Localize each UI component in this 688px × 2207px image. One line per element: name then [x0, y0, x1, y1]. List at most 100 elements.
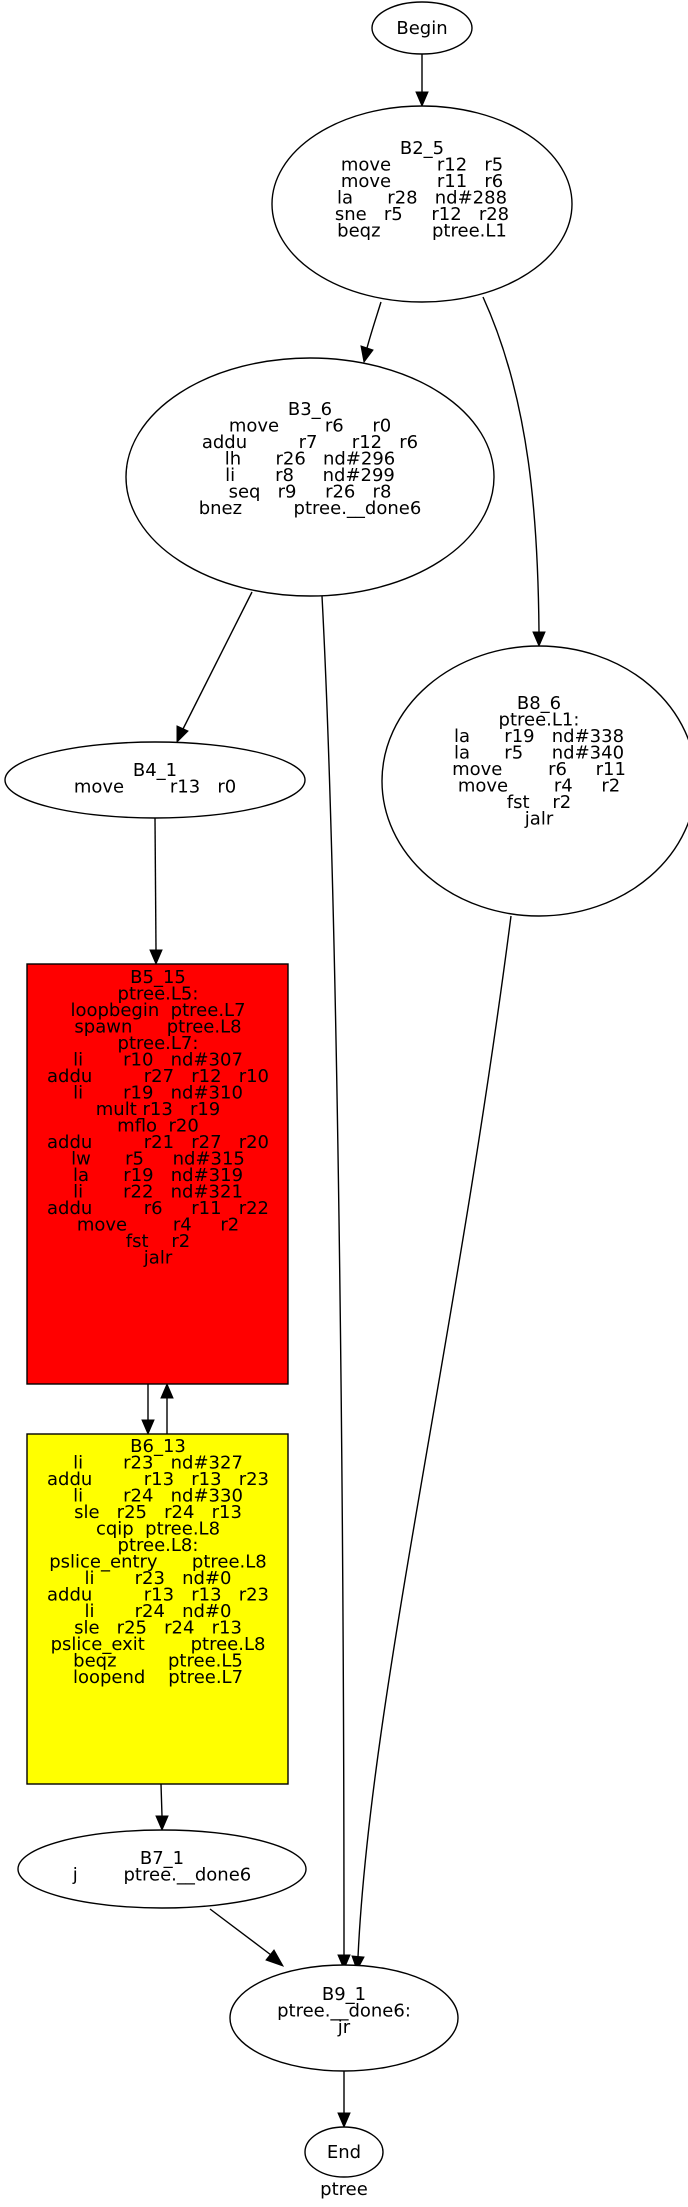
node-label-line: la r19 nd#338 [454, 726, 624, 747]
node-label-line: jr [337, 2017, 351, 2038]
node-label-line: ptree.L1: [499, 710, 580, 731]
node-label-line: pslice_exit ptree.L8 [51, 1634, 266, 1655]
edge-b3-6-to-b4-1 [182, 591, 253, 730]
node-label-line: bnez ptree.__done6 [199, 498, 422, 519]
node-label-line: addu r7 r12 r6 [202, 432, 418, 453]
node-label-line: B4_1 [133, 760, 177, 781]
arrow-b2-5-to-b8-6 [532, 631, 546, 648]
node-label-line: loopend ptree.L7 [73, 1667, 243, 1688]
arrow-begin-to-b2-5 [415, 91, 429, 108]
node-label-line: li r24 nd#330 [73, 1486, 243, 1507]
node-label-line: addu r6 r11 r22 [47, 1198, 269, 1219]
node-label-line: ptree.L8: [118, 1535, 199, 1556]
node-label-line: mult r13 r19 [96, 1099, 221, 1120]
node-label-line: End [327, 2142, 361, 2163]
node-label-line: li r23 nd#0 [85, 1568, 232, 1589]
node-b9-1-shape [229, 1964, 459, 2072]
node-label-line: li r19 nd#310 [73, 1083, 243, 1104]
node-b5-15-shape [26, 963, 289, 1385]
node-label-line: la r19 nd#319 [73, 1165, 243, 1186]
node-b8-6-shape [381, 645, 688, 917]
node-b3-6-shape [125, 357, 495, 597]
arrow-b3-6-to-b4-1 [176, 725, 189, 744]
node-label-line: Begin [396, 18, 447, 39]
node-label-line: li r8 nd#299 [225, 465, 395, 486]
node-label-line: fst r2 [507, 792, 572, 813]
node-b2-5-shape [271, 105, 573, 303]
node-begin-shape [371, 1, 473, 55]
edge-b2-5-to-b3-6 [366, 301, 382, 349]
node-b6-13-shape [26, 1433, 289, 1785]
node-label-line: la r28 nd#288 [337, 188, 507, 209]
node-label-line: beqz ptree.L1 [337, 221, 507, 242]
node-label-line: B2_5 [400, 138, 444, 159]
node-b7-1-shape [17, 1829, 307, 1909]
node-label-line: B6_13 [130, 1436, 186, 1457]
arrow-b9-1-to-end [337, 2112, 351, 2129]
node-begin: Begin [371, 1, 473, 55]
node-label-line: move r6 r0 [229, 416, 391, 437]
graph-caption: ptree [320, 2179, 368, 2200]
node-label-line: addu r13 r13 r23 [47, 1469, 269, 1490]
node-label-line: sle r25 r24 r13 [74, 1618, 242, 1639]
node-label-line: fst r2 [126, 1231, 191, 1252]
arrow-b2-5-to-b3-6 [360, 345, 374, 364]
node-label-line: lh r26 nd#296 [225, 449, 395, 470]
node-label-line: cqip ptree.L8 [96, 1519, 220, 1540]
node-label-line: jalr [524, 809, 554, 830]
node-label-line: addu r21 r27 r20 [47, 1132, 269, 1153]
arrow-b6-13-to-b7-1 [155, 1815, 169, 1832]
node-label-line: mflo r20 [117, 1116, 199, 1137]
node-begin-label: Begin [396, 18, 447, 39]
node-end-label: End [327, 2142, 361, 2163]
node-label-line: addu r27 r12 r10 [47, 1066, 269, 1087]
node-label-line: sle r25 r24 r13 [74, 1502, 242, 1523]
node-label-line: beqz ptree.L5 [73, 1651, 243, 1672]
node-label-line: B8_6 [517, 693, 561, 714]
node-label-line: jalr [143, 1248, 173, 1269]
node-label-line: B5_15 [130, 967, 186, 988]
node-label-line: sne r5 r12 r28 [335, 204, 509, 225]
node-label-line: j ptree.__done6 [72, 1865, 252, 1886]
node-label-line: move r11 r6 [341, 171, 503, 192]
node-label-line: ptree.L5: [118, 984, 199, 1005]
node-label-line: spawn ptree.L8 [74, 1017, 241, 1038]
edge-b4-1-to-b5-15 [154, 817, 157, 951]
node-label-line: B7_1 [140, 1848, 184, 1869]
node-end-shape [304, 2126, 384, 2178]
node-label-line: ptree.__done6: [277, 2001, 411, 2022]
edges [141, 54, 546, 2129]
node-label-line: pslice_entry ptree.L8 [49, 1552, 267, 1573]
node-label-line: move r6 r11 [452, 759, 626, 780]
node-label-line: addu r13 r13 r23 [47, 1585, 269, 1606]
edge-b6-13-to-b7-1 [160, 1783, 163, 1817]
node-label-line: lw r5 nd#315 [71, 1149, 245, 1170]
node-b4-1-shape [4, 741, 306, 819]
edge-b8-6-to-b9-1 [357, 915, 512, 1958]
edge-b7-1-to-b9-1 [209, 1908, 272, 1956]
node-label-line: seq r9 r26 r8 [229, 482, 392, 503]
node-label-line: li r22 nd#321 [73, 1182, 243, 1203]
arrow-b8-6-to-b9-1 [351, 1955, 365, 1972]
arrow-b3-6-to-b9-1 [337, 1954, 351, 1971]
arrow-b6-13-to-b5-15 [160, 1382, 174, 1399]
node-label-line: move r4 r2 [77, 1215, 239, 1236]
node-label-line: ptree.L7: [118, 1033, 199, 1054]
edge-b2-5-to-b8-6 [482, 296, 540, 633]
